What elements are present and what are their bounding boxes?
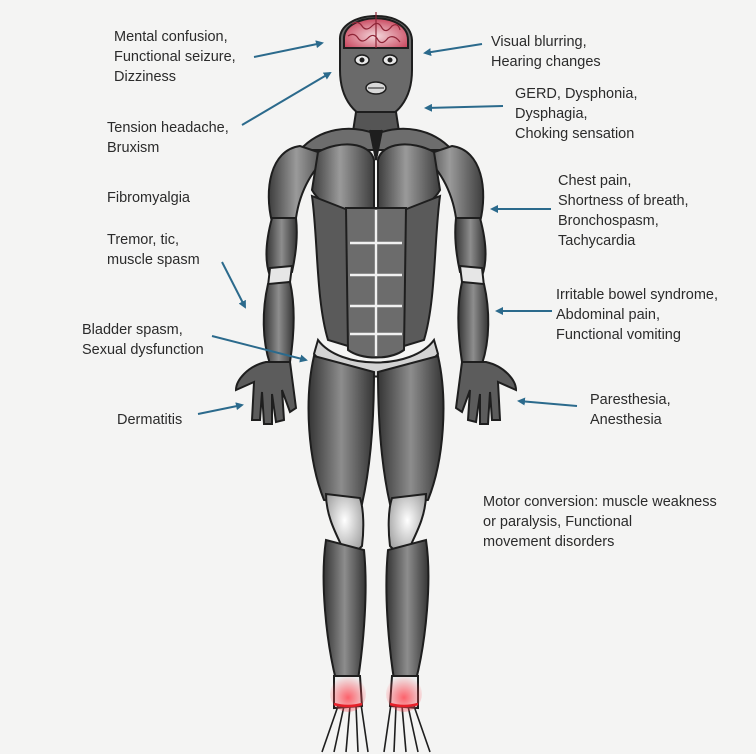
arrow-throat-icon bbox=[424, 103, 504, 112]
label-line: Irritable bowel syndrome, bbox=[556, 287, 718, 303]
label-line: Abdominal pain, bbox=[556, 307, 660, 323]
label-line: Fibromyalgia bbox=[107, 190, 190, 206]
label-throat: GERD, Dysphonia, Dysphagia, Choking sensat… bbox=[515, 84, 638, 144]
label-line: Dizziness bbox=[114, 69, 177, 85]
label-line: Dysphagia, bbox=[515, 106, 588, 122]
label-line: Choking sensation bbox=[515, 126, 635, 142]
label-line: Functional seizure, bbox=[114, 49, 236, 65]
arrow-tremor-icon bbox=[221, 261, 246, 309]
label-pelvic: Bladder spasm, Sexual dysfunction bbox=[82, 320, 204, 360]
label-line: Bruxism bbox=[107, 140, 160, 156]
label-motor: Motor conversion: muscle weakness or para… bbox=[483, 492, 717, 552]
label-line: or paralysis, Functional bbox=[483, 514, 633, 530]
label-movement: Tremor, tic, muscle spasm bbox=[107, 230, 200, 270]
label-line: Tremor, tic, bbox=[107, 232, 179, 248]
arrow-vision-icon bbox=[423, 43, 483, 57]
label-vision-hearing: Visual blurring, Hearing changes bbox=[491, 32, 601, 72]
label-line: Hearing changes bbox=[491, 54, 601, 70]
label-line: Bladder spasm, bbox=[82, 322, 183, 338]
arms bbox=[234, 217, 518, 425]
ankle-highlights bbox=[330, 676, 422, 712]
head bbox=[338, 12, 413, 122]
label-jaw-head-muscle: Tension headache, Bruxism bbox=[107, 118, 229, 158]
label-line: muscle spasm bbox=[107, 252, 200, 268]
label-line: Tachycardia bbox=[558, 233, 636, 249]
label-skin: Dermatitis bbox=[117, 410, 182, 430]
label-head-cognitive: Mental confusion, Functional seizure, Dizz… bbox=[114, 27, 236, 87]
arrow-head-cognitive-icon bbox=[253, 40, 324, 58]
label-fibromyalgia: Fibromyalgia bbox=[107, 188, 190, 208]
label-line: Motor conversion: muscle weakness bbox=[483, 494, 717, 510]
arrow-skin-icon bbox=[197, 402, 244, 415]
label-line: Dermatitis bbox=[117, 412, 183, 428]
label-line: Bronchospasm, bbox=[558, 213, 659, 229]
legs bbox=[307, 354, 445, 753]
label-line: Anesthesia bbox=[590, 412, 662, 428]
torso bbox=[267, 143, 485, 378]
label-line: movement disorders bbox=[483, 534, 615, 550]
label-line: GERD, Dysphonia, bbox=[515, 86, 638, 102]
annotation-arrows bbox=[197, 40, 578, 415]
label-line: Functional vomiting bbox=[556, 327, 681, 343]
arrow-pelvic-icon bbox=[211, 335, 308, 363]
label-line: Shortness of breath, bbox=[558, 193, 689, 209]
label-line: Sexual dysfunction bbox=[82, 342, 204, 358]
label-line: Tension headache, bbox=[107, 120, 229, 136]
arrow-sensory-icon bbox=[517, 397, 578, 407]
label-sensory: Paresthesia, Anesthesia bbox=[590, 390, 671, 430]
label-abdomen: Irritable bowel syndrome, Abdominal pain,… bbox=[556, 285, 718, 345]
label-line: Mental confusion, bbox=[114, 29, 228, 45]
arrow-tension-icon bbox=[241, 71, 332, 126]
label-line: Chest pain, bbox=[558, 173, 632, 189]
label-chest: Chest pain, Shortness of breath, Bronchosp… bbox=[558, 171, 689, 251]
label-line: Paresthesia, bbox=[590, 392, 671, 408]
label-line: Visual blurring, bbox=[491, 34, 587, 50]
